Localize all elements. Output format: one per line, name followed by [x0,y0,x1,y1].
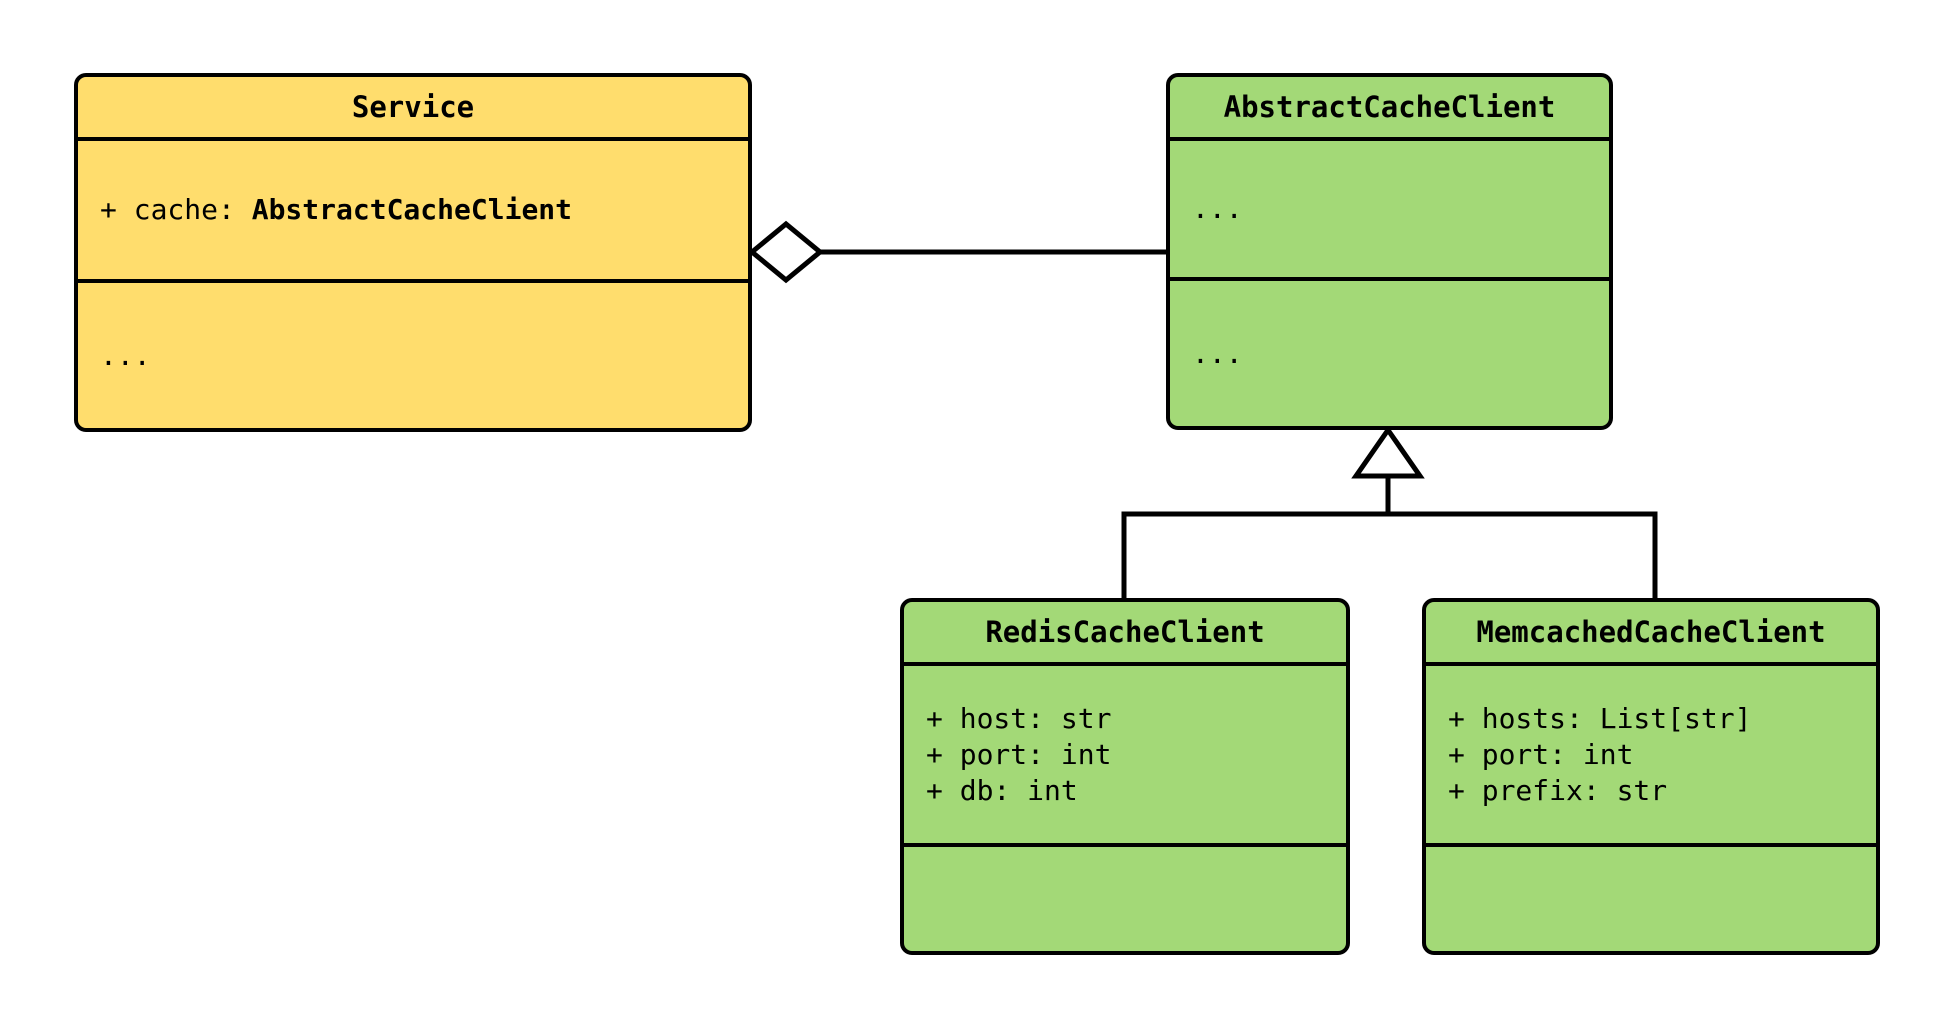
class-box-redis-cache-client[interactable]: RedisCacheClient + host: str + port: int… [900,598,1350,955]
attribute-row: + db: int [926,773,1078,807]
class-name-redis-cache-client: RedisCacheClient [985,614,1265,649]
attribute-row: + port: int [1448,737,1634,771]
class-title-compartment-redis-cache-client: RedisCacheClient [904,602,1346,662]
class-methods-compartment-memcached-cache-client [1426,843,1876,951]
class-box-memcached-cache-client[interactable]: MemcachedCacheClient + hosts: List[str] … [1422,598,1880,955]
class-title-compartment-service: Service [78,77,748,137]
attribute-label-cache: + cache: [100,193,252,226]
class-box-service[interactable]: Service + cache: AbstractCacheClient ... [74,73,752,432]
class-attributes-compartment-abstract-cache-client: ... [1170,137,1609,277]
class-methods-compartment-service: ... [78,279,748,428]
class-name-abstract-cache-client: AbstractCacheClient [1223,89,1556,124]
class-title-compartment-memcached-cache-client: MemcachedCacheClient [1426,602,1876,662]
attributes-ellipsis-abstract-cache-client: ... [1192,192,1243,225]
attribute-row: + host: str [926,701,1112,735]
methods-ellipsis-abstract-cache-client: ... [1192,336,1243,370]
class-methods-compartment-abstract-cache-client: ... [1170,277,1609,426]
aggregation-edge-service-to-abstractcacheclient [748,220,1166,284]
hollow-triangle-icon [1351,425,1425,479]
methods-ellipsis-service: ... [100,338,151,372]
attribute-row: + port: int [926,737,1112,771]
attribute-type-cache: AbstractCacheClient [251,193,573,226]
hollow-diamond-icon [748,220,824,284]
class-name-service: Service [351,89,475,124]
attribute-row: + prefix: str [1448,773,1668,807]
class-title-compartment-abstract-cache-client: AbstractCacheClient [1170,77,1609,137]
class-name-memcached-cache-client: MemcachedCacheClient [1476,614,1826,649]
class-attributes-compartment-service: + cache: AbstractCacheClient [78,137,748,279]
generalization-edge-group [1121,425,1658,600]
class-box-abstract-cache-client[interactable]: AbstractCacheClient ... ... [1166,73,1613,430]
class-attributes-compartment-redis-cache-client: + host: str + port: int + db: int [904,662,1346,843]
class-methods-compartment-redis-cache-client [904,843,1346,951]
attribute-row: + cache: AbstractCacheClient [100,192,726,228]
attribute-row: + hosts: List[str] [1448,701,1752,735]
class-attributes-compartment-memcached-cache-client: + hosts: List[str] + port: int + prefix:… [1426,662,1876,843]
